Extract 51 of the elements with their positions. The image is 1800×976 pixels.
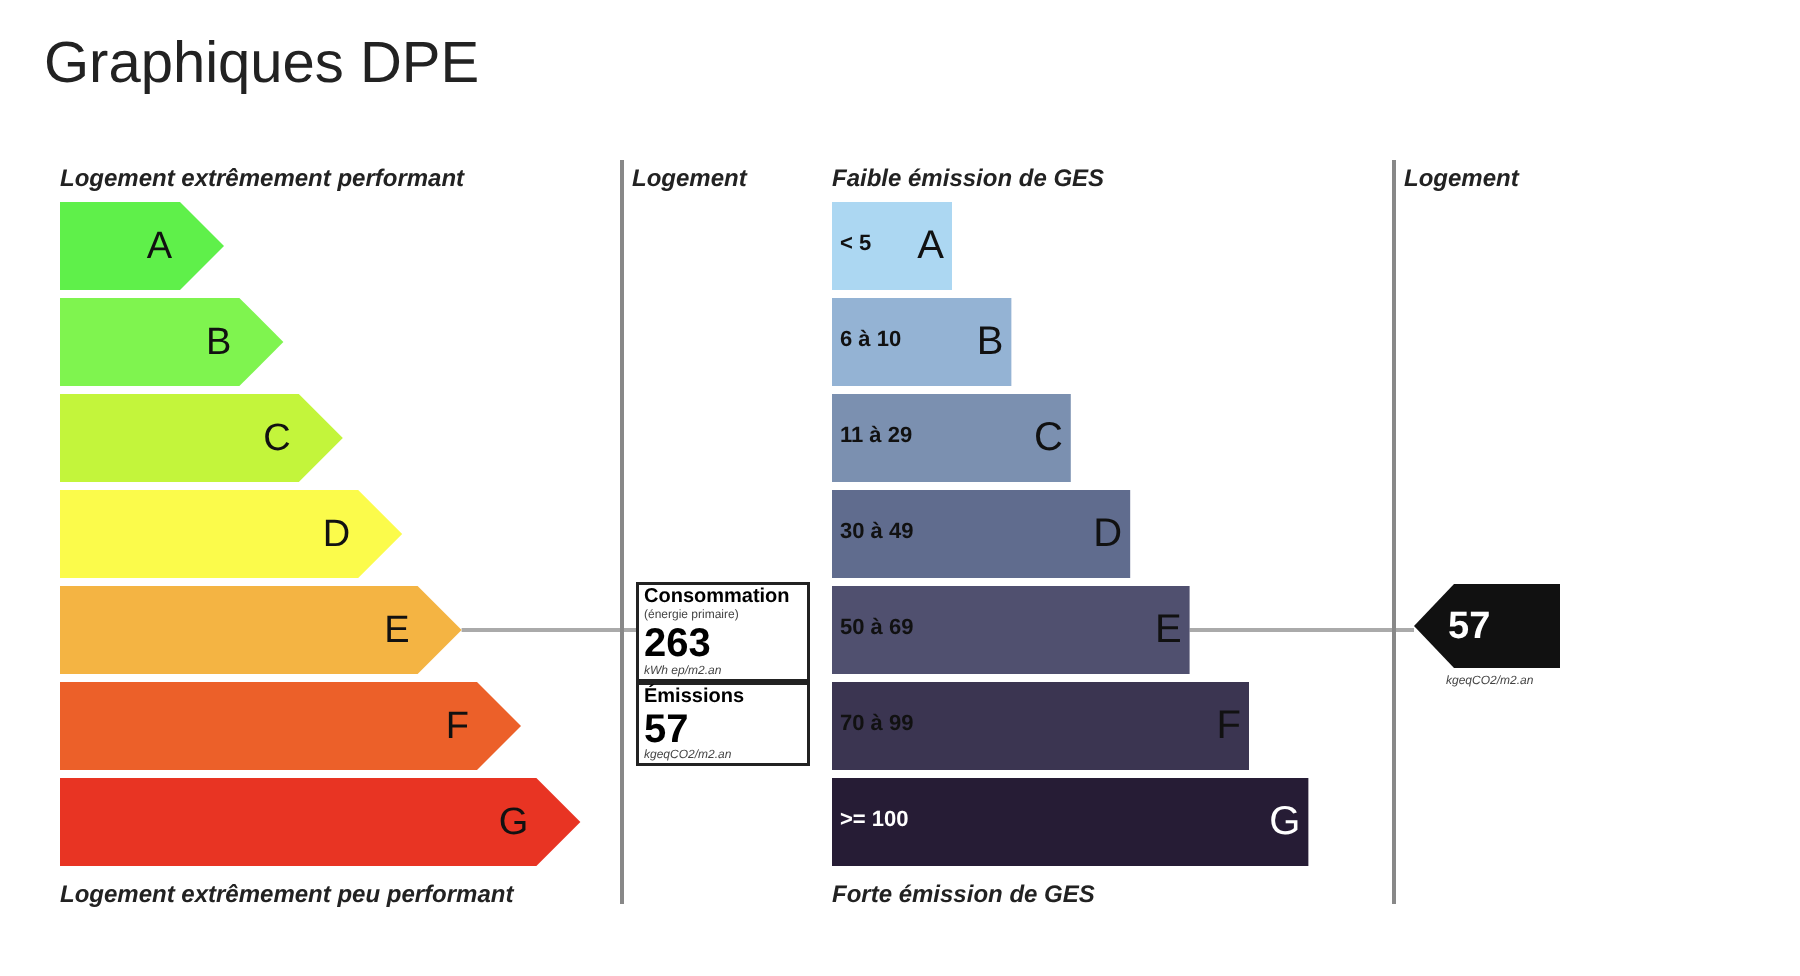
class-letter: B bbox=[976, 322, 1004, 362]
energy-class-band bbox=[60, 298, 284, 386]
energy-class-band bbox=[60, 682, 521, 770]
emission-class-bar bbox=[832, 778, 1309, 866]
column-heading: Logement extrêmement performant bbox=[60, 164, 465, 192]
energy-class-band bbox=[60, 394, 343, 482]
class-letter: A bbox=[146, 228, 172, 266]
class-letter: B bbox=[206, 324, 232, 362]
value-number: 263 bbox=[644, 624, 711, 664]
emission-class-bar bbox=[832, 586, 1190, 674]
emission-class-bar bbox=[832, 490, 1131, 578]
emission-class-bar bbox=[832, 202, 952, 290]
class-letter: A bbox=[917, 226, 944, 266]
class-letter: G bbox=[1269, 802, 1301, 842]
consumption-value-box bbox=[636, 582, 810, 682]
value-heading: Consommation bbox=[644, 588, 790, 608]
class-letter: F bbox=[445, 708, 469, 746]
connector-line bbox=[461, 628, 636, 632]
range-label: 70 à 99 bbox=[840, 714, 914, 736]
column-heading: Faible émission de GES bbox=[832, 164, 1105, 192]
energy-class-band bbox=[60, 778, 581, 866]
energy-class-band bbox=[60, 490, 403, 578]
value-number: 57 bbox=[644, 710, 689, 750]
emission-class-bar bbox=[832, 682, 1249, 770]
class-letter: G bbox=[498, 804, 529, 842]
class-letter: E bbox=[384, 612, 410, 650]
range-label: < 5 bbox=[840, 234, 872, 256]
column-heading: Logement extrêmement peu performant bbox=[60, 880, 514, 908]
class-letter: F bbox=[1216, 706, 1241, 746]
class-letter: D bbox=[1093, 514, 1123, 554]
class-letter: D bbox=[322, 516, 351, 554]
value-heading: Émissions bbox=[644, 688, 745, 708]
page-title: Graphiques DPE bbox=[44, 32, 480, 98]
range-label: 11 à 29 bbox=[840, 426, 913, 448]
range-label: 6 à 10 bbox=[840, 330, 902, 352]
range-label: 50 à 69 bbox=[840, 618, 914, 640]
energy-class-band bbox=[60, 586, 462, 674]
class-letter: C bbox=[263, 420, 291, 458]
range-label: >= 100 bbox=[840, 810, 909, 832]
column-heading: Forte émission de GES bbox=[832, 880, 1095, 908]
emission-value-box bbox=[636, 682, 810, 766]
column-heading: Logement bbox=[632, 164, 747, 192]
emission-class-bar bbox=[832, 394, 1071, 482]
column-heading: Logement bbox=[1404, 164, 1519, 192]
emission-class-bar bbox=[832, 298, 1012, 386]
class-letter: C bbox=[1033, 418, 1063, 458]
connector-line bbox=[1189, 628, 1414, 632]
energy-class-band bbox=[60, 202, 224, 290]
class-letter: E bbox=[1154, 610, 1182, 650]
range-label: 30 à 49 bbox=[840, 522, 914, 544]
value-number: 57 bbox=[1448, 608, 1491, 646]
